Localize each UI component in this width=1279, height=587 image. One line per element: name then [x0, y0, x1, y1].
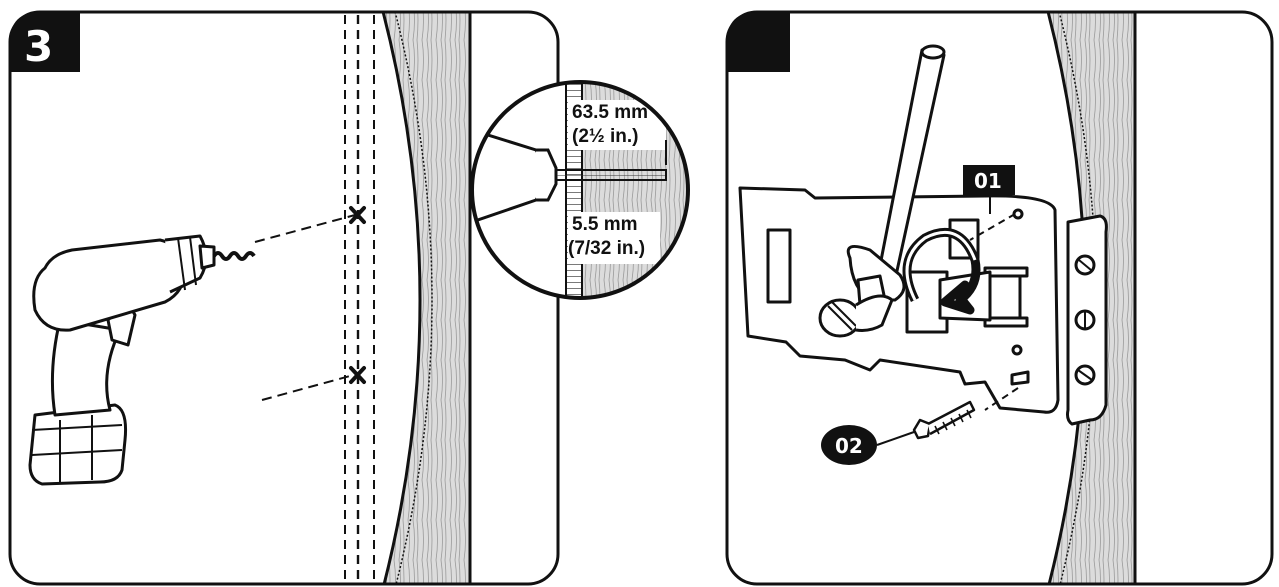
lag-screw-icon — [912, 400, 976, 440]
bit-size-metric: 5.5 mm — [572, 214, 637, 235]
socket-bolt-icon — [818, 294, 894, 338]
step-badge-blank — [727, 12, 790, 72]
power-drill-icon — [28, 234, 216, 486]
wrench-icon — [846, 44, 946, 307]
screw-callout-label: 02 — [835, 434, 863, 458]
step-panel-left: 3 — [8, 10, 560, 586]
screw-callout-badge — [821, 425, 877, 465]
bit-size-imperial: (7/32 in.) — [568, 238, 645, 259]
drill-mark-icon — [349, 366, 366, 384]
drill-depth-detail: 63.5 mm (2½ in.) 5.5 mm (7/32 in.) — [470, 80, 690, 300]
bracket-callout-label: 01 — [974, 169, 1002, 193]
wall-stud — [380, 12, 470, 584]
step-number: 3 — [24, 22, 53, 71]
drill-bit-icon — [212, 251, 256, 261]
bracket-callout-badge — [963, 165, 1015, 195]
step-number-badge — [10, 12, 80, 72]
drill-depth-metric: 63.5 mm — [572, 102, 648, 123]
drill-depth-imperial: (2½ in.) — [572, 126, 639, 147]
wall-mounting-plate — [1066, 214, 1108, 426]
drill-mark-icon — [349, 206, 366, 224]
step-panel-right: 01 02 — [725, 10, 1274, 586]
tv-bracket-plate — [738, 186, 1060, 414]
